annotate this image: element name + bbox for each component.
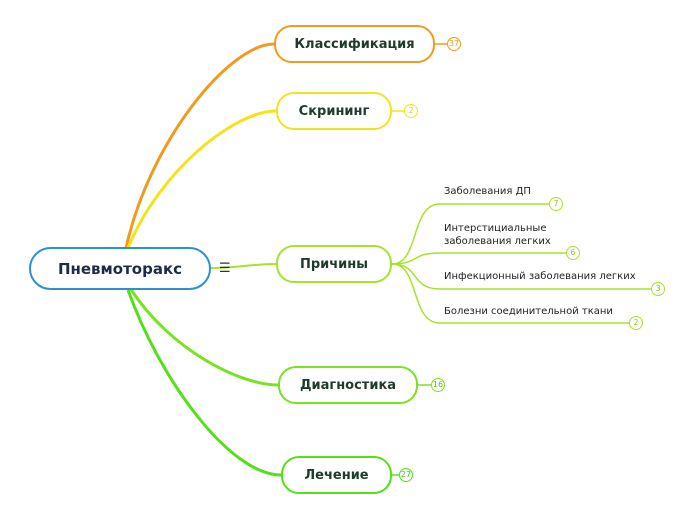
topic-diagnostics[interactable]: Диагностика [278, 366, 418, 404]
topic-treatment[interactable]: Лечение [281, 456, 392, 494]
subtopic-connective-tissue-diseases[interactable]: Болезни соединительной ткани [444, 306, 613, 317]
topic-classification-count[interactable]: 37 [447, 37, 461, 51]
hamburger-menu-icon[interactable]: ☰ [219, 261, 231, 276]
topic-screening-count[interactable]: 2 [404, 104, 418, 118]
topic-screening[interactable]: Скрининг [276, 92, 392, 130]
root-topic-pneumothorax[interactable]: Пневмоторакс [29, 247, 211, 290]
subtopic-interstitial-lung-diseases-count[interactable]: 6 [566, 246, 580, 260]
subtopic-infectious-lung-diseases-count[interactable]: 3 [651, 282, 665, 296]
topic-causes[interactable]: Причины [276, 245, 392, 283]
subtopic-airway-diseases-count[interactable]: 7 [549, 197, 563, 211]
subtopic-connective-tissue-diseases-count[interactable]: 2 [629, 316, 643, 330]
subtopic-infectious-lung-diseases[interactable]: Инфекционный заболевания легких [444, 271, 636, 282]
topic-classification[interactable]: Классификация [274, 25, 435, 63]
subtopic-airway-diseases[interactable]: Заболевания ДП [444, 186, 531, 197]
connector-classification [124, 42, 275, 249]
connector-screening [126, 109, 277, 249]
topic-treatment-count[interactable]: 27 [399, 468, 413, 482]
topic-diagnostics-count[interactable]: 16 [431, 378, 445, 392]
subtopic-interstitial-lung-diseases[interactable]: Интерстициальные заболевания легких [444, 223, 551, 247]
connector-diagnostics [128, 287, 279, 387]
connector-treatment [126, 289, 282, 477]
connector-causes [210, 263, 277, 269]
